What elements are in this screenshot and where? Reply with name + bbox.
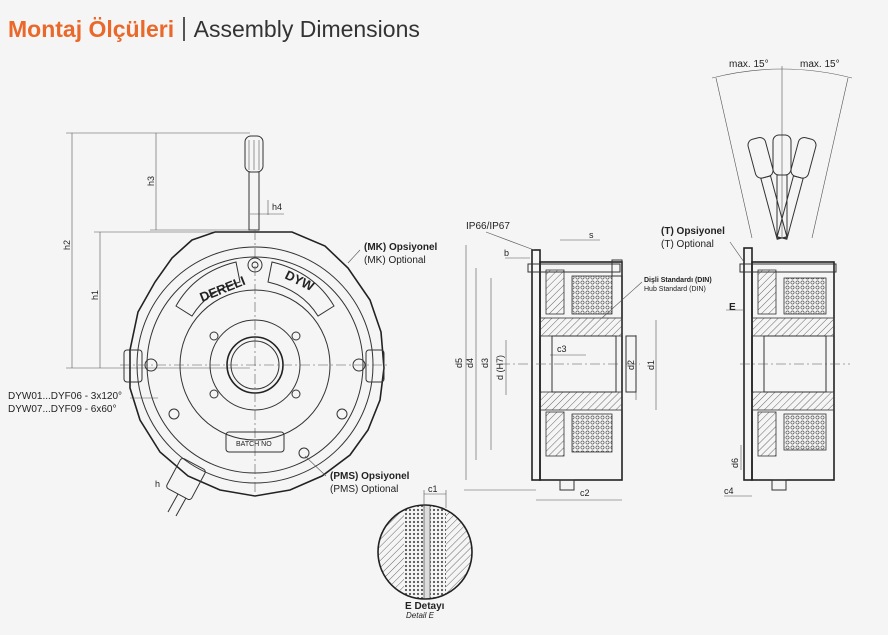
t-option-title: (T) Opsiyonel [661, 226, 725, 237]
mk-option-subtitle: (MK) Optional [364, 255, 426, 266]
side-view [711, 66, 853, 497]
dim-d3: d3 [480, 358, 490, 368]
detail-subtitle: Detail E [406, 611, 435, 620]
brand-left-label: DERELI [198, 273, 248, 305]
dim-d6: d6 [730, 458, 740, 468]
dim-h4: h4 [272, 202, 282, 212]
dim-c3: c3 [557, 344, 567, 354]
mk-option-title: (MK) Opsiyonel [364, 242, 438, 253]
release-lever [244, 135, 264, 231]
detail-marker-e: E [729, 302, 736, 313]
pms-connector [166, 457, 206, 517]
dim-d4: d4 [465, 358, 475, 368]
front-dimension-lines [66, 132, 284, 369]
detail-e-view [377, 490, 473, 600]
dim-c4: c4 [724, 486, 734, 496]
pms-option-title: (PMS) Opsiyonel [330, 471, 410, 482]
angle-right-label: max. 15° [800, 59, 840, 70]
dim-h: h [155, 479, 160, 489]
angle-left-label: max. 15° [729, 59, 769, 70]
front-view: h2 h1 h3 h4 [62, 132, 390, 517]
t-option-subtitle: (T) Optional [661, 239, 714, 250]
dim-h1: h1 [90, 290, 100, 300]
dim-h3: h3 [146, 176, 156, 186]
pms-option-subtitle: (PMS) Optional [330, 484, 398, 495]
section-view [464, 239, 657, 501]
dim-d5: d5 [454, 358, 464, 368]
dim-d2: d2 [626, 360, 636, 370]
dim-b: b [504, 248, 509, 258]
dim-c2: c2 [580, 488, 590, 498]
brake-housing [120, 230, 390, 517]
title-english: Assembly Dimensions [193, 16, 420, 42]
dim-d-h7: d (H7) [495, 355, 505, 380]
title-turkish: Montaj Ölçüleri [8, 16, 175, 42]
variant-1-label: DYW01...DYF06 - 3x120° [8, 391, 122, 402]
hub-standard-tr: Dişli Standardı (DIN) [644, 277, 712, 284]
hub-standard-en: Hub Standard (DIN) [644, 286, 706, 293]
ip-rating-label: IP66/IP67 [466, 221, 510, 232]
dim-c1: c1 [428, 484, 438, 494]
dim-s: s [589, 230, 594, 240]
brand-right-label: DYW [283, 267, 317, 294]
dim-h2: h2 [62, 240, 72, 250]
title-separator [183, 17, 185, 41]
batch-label: BATCH NO [236, 441, 272, 448]
detail-title: E Detayı [405, 601, 445, 612]
page-title: Montaj Ölçüleri Assembly Dimensions [8, 14, 420, 44]
variant-2-label: DYW07...DYF09 - 6x60° [8, 404, 116, 415]
dim-d1: d1 [646, 360, 656, 370]
